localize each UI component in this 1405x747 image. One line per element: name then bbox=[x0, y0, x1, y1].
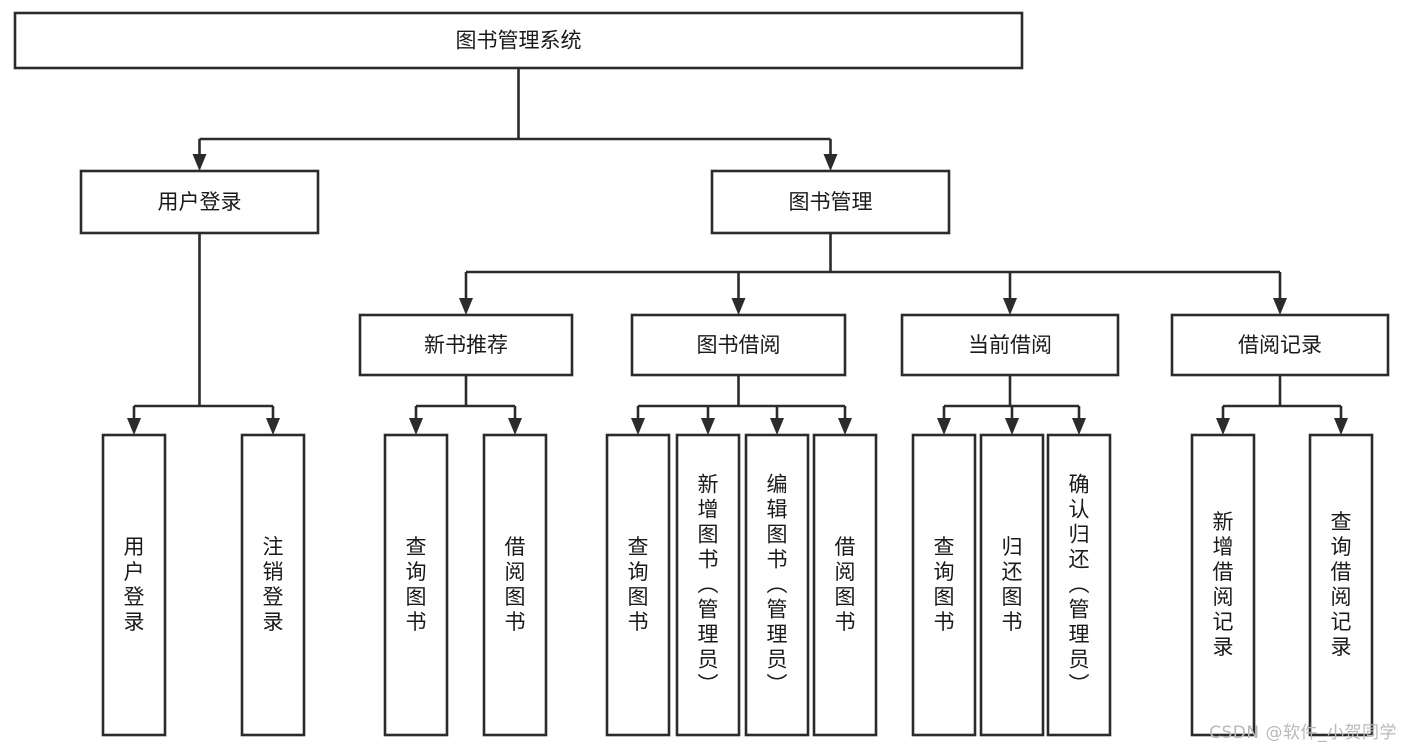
node-leaf-borrow-book-1-label: 借阅图书 bbox=[505, 535, 526, 634]
node-leaf-query-record[interactable]: 查询借阅记录 bbox=[1308, 433, 1374, 737]
node-leaf-query-book-1-box bbox=[383, 433, 449, 737]
node-user-login[interactable]: 用户登录 bbox=[79, 169, 320, 235]
nodes-layer: 图书管理系统用户登录图书管理新书推荐图书借阅当前借阅借阅记录用户登录注销登录查询… bbox=[13, 11, 1390, 737]
node-book-borrow-label: 图书借阅 bbox=[697, 333, 781, 357]
arrowhead-leaf-borrow-book-1 bbox=[508, 418, 522, 435]
node-leaf-query-record-label: 查询借阅记录 bbox=[1331, 510, 1352, 659]
node-current-borrow-box bbox=[900, 313, 1120, 377]
arrowhead-book-manage bbox=[823, 154, 838, 171]
node-leaf-confirm-return-box bbox=[1046, 433, 1112, 737]
csdn-watermark: CSDN @软件_小贺同学 bbox=[1209, 723, 1397, 743]
node-leaf-logout-box bbox=[240, 433, 306, 737]
node-root-box bbox=[13, 11, 1024, 70]
node-leaf-confirm-return-label: 确认归还︵管理员︶ bbox=[1069, 473, 1090, 697]
node-leaf-edit-book-label: 编辑图书︵管理员︶ bbox=[767, 473, 788, 697]
node-root-label: 图书管理系统 bbox=[456, 29, 582, 53]
node-leaf-return-book-label: 归还图书 bbox=[1002, 535, 1023, 634]
node-book-manage[interactable]: 图书管理 bbox=[710, 169, 951, 235]
arrowhead-leaf-confirm-return bbox=[1072, 418, 1086, 435]
node-leaf-edit-book[interactable]: 编辑图书︵管理员︶ bbox=[744, 433, 810, 737]
arrowhead-book-borrow bbox=[731, 298, 746, 315]
arrowhead-leaf-borrow-book-2 bbox=[838, 418, 852, 435]
node-leaf-borrow-book-2[interactable]: 借阅图书 bbox=[812, 433, 878, 737]
node-new-book-rec-box bbox=[358, 313, 574, 377]
node-book-borrow-box bbox=[630, 313, 847, 377]
arrowhead-leaf-user-login bbox=[127, 418, 141, 435]
arrowhead-leaf-query-record bbox=[1334, 418, 1348, 435]
arrowhead-leaf-query-book-3 bbox=[937, 418, 951, 435]
node-leaf-user-login-box bbox=[101, 433, 167, 737]
node-user-login-label: 用户登录 bbox=[158, 190, 242, 214]
node-leaf-user-login-label: 用户登录 bbox=[124, 535, 145, 634]
node-leaf-user-login[interactable]: 用户登录 bbox=[101, 433, 167, 737]
node-leaf-add-record-box bbox=[1190, 433, 1256, 737]
node-book-manage-box bbox=[710, 169, 951, 235]
node-leaf-borrow-book-2-label: 借阅图书 bbox=[835, 535, 856, 634]
node-leaf-return-book-box bbox=[979, 433, 1045, 737]
node-leaf-edit-book-box bbox=[744, 433, 810, 737]
arrowhead-leaf-add-book bbox=[701, 418, 715, 435]
arrowhead-leaf-query-book-1 bbox=[409, 418, 423, 435]
node-leaf-logout-label: 注销登录 bbox=[263, 535, 284, 634]
node-new-book-rec-label: 新书推荐 bbox=[424, 333, 508, 357]
arrowhead-leaf-return-book bbox=[1005, 418, 1019, 435]
arrowhead-current-borrow bbox=[1003, 298, 1017, 315]
node-leaf-query-book-2[interactable]: 查询图书 bbox=[605, 433, 671, 737]
node-leaf-query-book-2-box bbox=[605, 433, 671, 737]
node-borrow-record-box bbox=[1170, 313, 1390, 377]
node-leaf-borrow-book-1-box bbox=[482, 433, 548, 737]
node-new-book-rec[interactable]: 新书推荐 bbox=[358, 313, 574, 377]
arrowhead-leaf-add-record bbox=[1216, 418, 1230, 435]
node-leaf-add-record-label: 新增借阅记录 bbox=[1213, 510, 1234, 659]
node-book-manage-label: 图书管理 bbox=[789, 190, 873, 214]
node-user-login-box bbox=[79, 169, 320, 235]
node-leaf-add-book-label: 新增图书︵管理员︶ bbox=[698, 473, 719, 697]
node-leaf-return-book[interactable]: 归还图书 bbox=[979, 433, 1045, 737]
node-leaf-borrow-book-1[interactable]: 借阅图书 bbox=[482, 433, 548, 737]
node-leaf-query-book-2-label: 查询图书 bbox=[628, 535, 649, 634]
node-leaf-logout[interactable]: 注销登录 bbox=[240, 433, 306, 737]
node-leaf-query-book-1[interactable]: 查询图书 bbox=[383, 433, 449, 737]
arrowhead-new-book-rec bbox=[459, 298, 473, 315]
node-leaf-query-book-3-box bbox=[911, 433, 977, 737]
node-leaf-query-book-1-label: 查询图书 bbox=[406, 535, 427, 634]
node-leaf-add-book[interactable]: 新增图书︵管理员︶ bbox=[675, 433, 741, 737]
node-leaf-query-book-3[interactable]: 查询图书 bbox=[911, 433, 977, 737]
arrowhead-leaf-query-book-2 bbox=[631, 418, 645, 435]
edges-layer bbox=[127, 68, 1348, 435]
node-leaf-add-book-box bbox=[675, 433, 741, 737]
node-leaf-confirm-return[interactable]: 确认归还︵管理员︶ bbox=[1046, 433, 1112, 737]
node-book-borrow[interactable]: 图书借阅 bbox=[630, 313, 847, 377]
node-leaf-borrow-book-2-box bbox=[812, 433, 878, 737]
arrowhead-leaf-edit-book bbox=[770, 418, 784, 435]
arrowhead-borrow-record bbox=[1273, 298, 1287, 315]
node-leaf-add-record[interactable]: 新增借阅记录 bbox=[1190, 433, 1256, 737]
node-leaf-query-record-box bbox=[1308, 433, 1374, 737]
arrowhead-user-login bbox=[192, 154, 207, 171]
node-current-borrow-label: 当前借阅 bbox=[968, 333, 1052, 357]
node-root[interactable]: 图书管理系统 bbox=[13, 11, 1024, 70]
node-leaf-query-book-3-label: 查询图书 bbox=[934, 535, 955, 634]
node-borrow-record-label: 借阅记录 bbox=[1238, 333, 1322, 357]
arrowhead-leaf-logout bbox=[266, 418, 280, 435]
node-borrow-record[interactable]: 借阅记录 bbox=[1170, 313, 1390, 377]
node-current-borrow[interactable]: 当前借阅 bbox=[900, 313, 1120, 377]
